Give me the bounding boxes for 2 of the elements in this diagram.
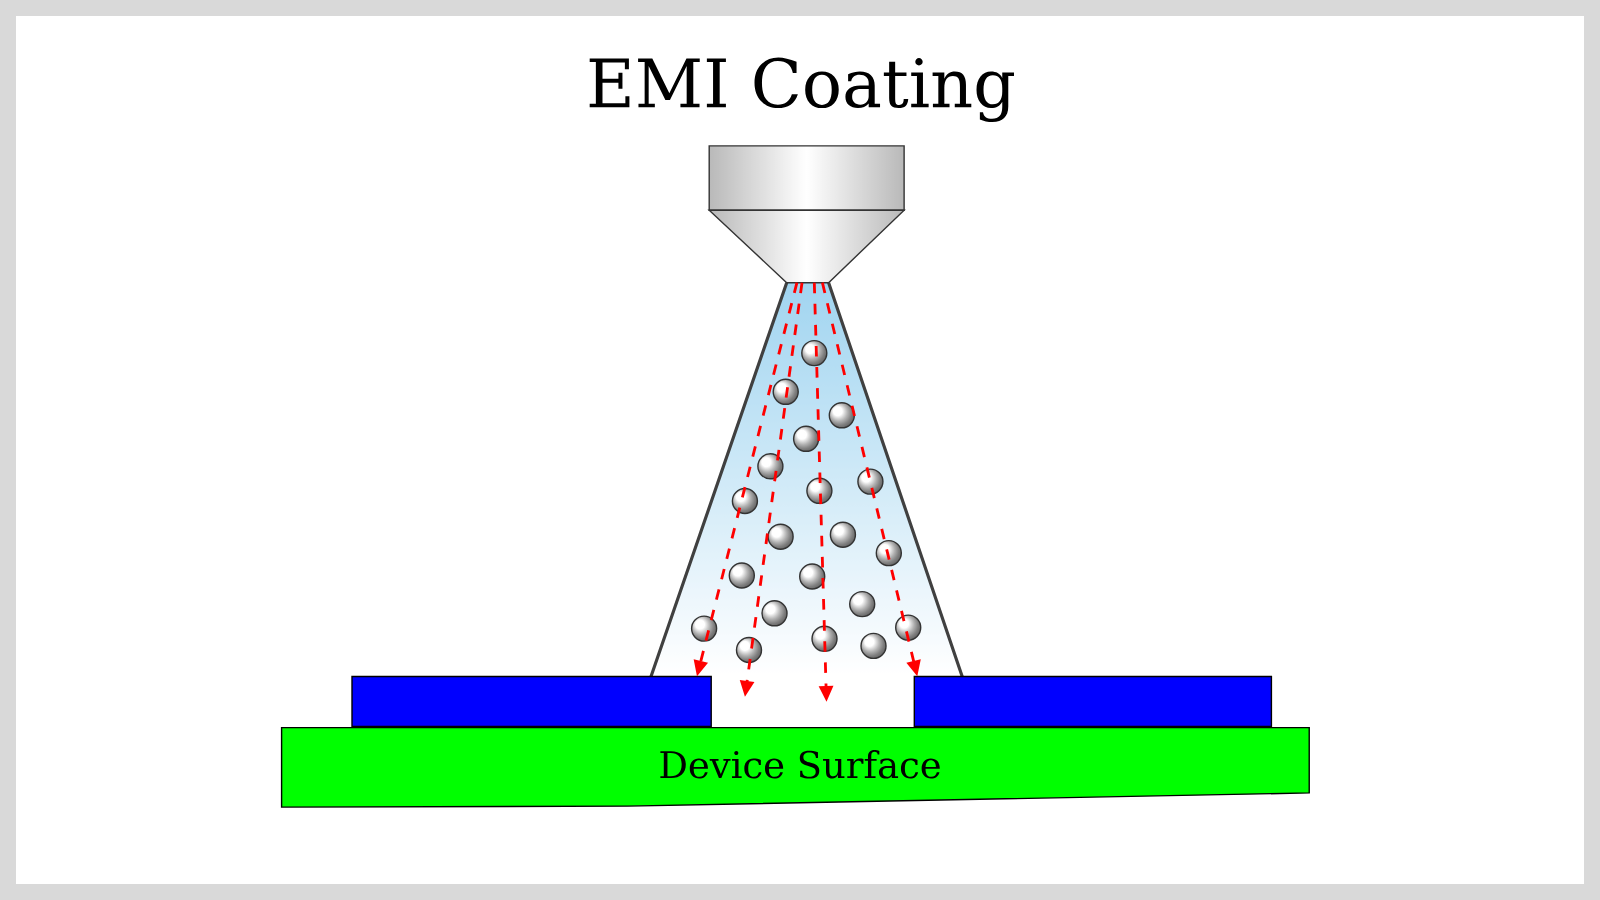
device-surface: Device Surface (280, 726, 1310, 808)
title: EMI Coating (589, 57, 1014, 122)
